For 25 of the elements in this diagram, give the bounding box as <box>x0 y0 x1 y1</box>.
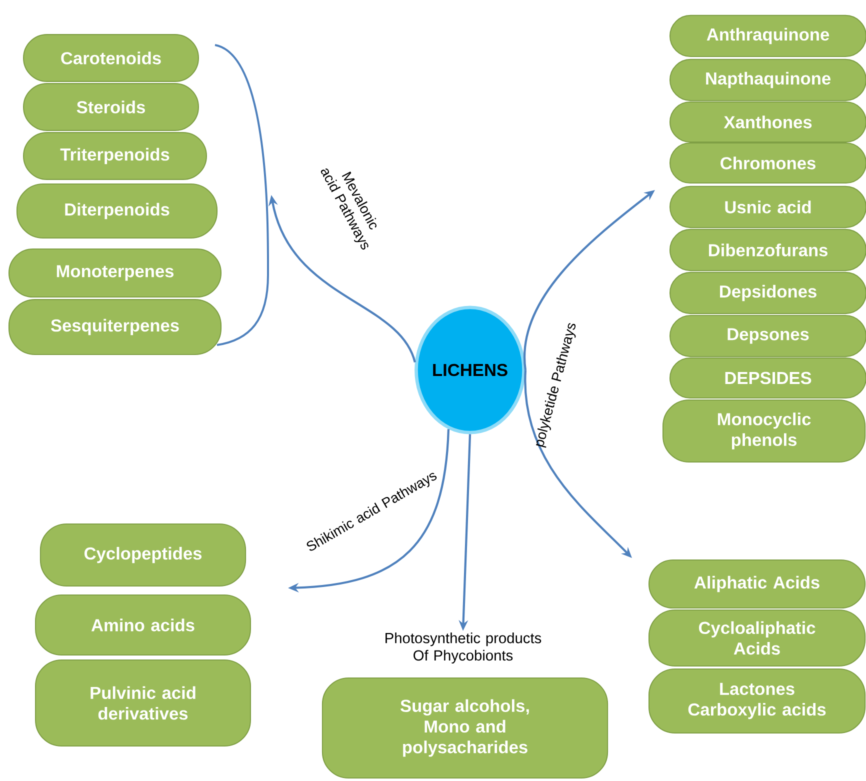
compound-pill: Chromones <box>669 142 866 184</box>
compound-pill: Anthraquinone <box>669 14 866 58</box>
compound-pill: Monoterpenes <box>8 248 222 298</box>
compound-pill: Steroids <box>23 83 199 131</box>
bracket <box>214 44 269 346</box>
node-heading: Photosynthetic products Of Phycobionts <box>386 632 542 664</box>
compound-pill: DEPSIDES <box>669 357 866 399</box>
compound-pill: Sesquiterpenes <box>8 299 222 355</box>
compound-pill: Napthaquinone <box>669 58 866 102</box>
compound-pill: Amino acids <box>35 594 251 656</box>
compound-pill: Usnic acid <box>669 186 866 228</box>
compound-pill: Depsones <box>669 314 866 358</box>
compound-pill: Dibenzofurans <box>669 228 866 272</box>
compound-pill: Triterpenoids <box>23 132 207 180</box>
compound-pill: Monocyclic phenols <box>662 399 866 463</box>
compound-pill: Pulvinic acid derivatives <box>35 659 251 747</box>
compound-pill: Lactones Carboxylic acids <box>648 668 866 734</box>
compound-pill: Aliphatic Acids <box>648 559 866 609</box>
compound-pill: Cyclopeptides <box>40 523 246 587</box>
compound-pill: Xanthones <box>669 101 866 143</box>
compound-pill: Depsidones <box>669 272 866 314</box>
compound-pill: Carotenoids <box>23 34 199 82</box>
compound-pill: Cycloaliphatic Acids <box>648 609 866 667</box>
compound-pill: Sugar alcohols, Mono and polysacharides <box>322 677 608 779</box>
compound-pill: Diterpenoids <box>16 183 218 239</box>
